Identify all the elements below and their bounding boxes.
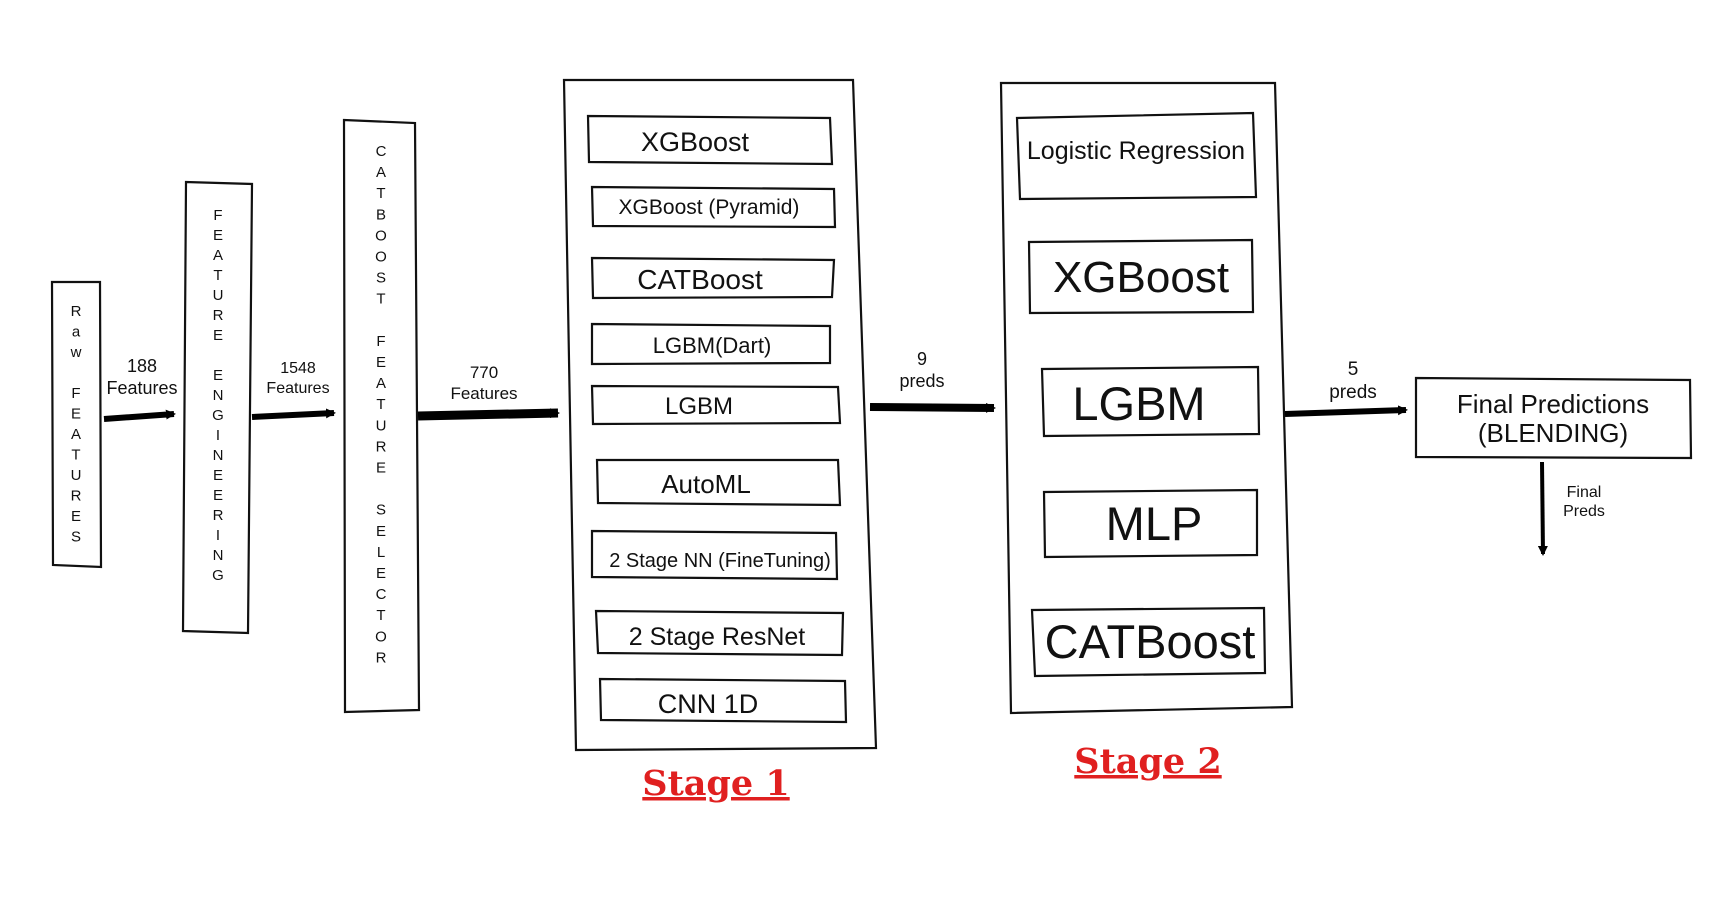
stage1-model-label: LGBM(Dart) [653,333,772,358]
stage1-model-automl: AutoML [595,458,842,507]
stage1-model-lgbm: LGBM [590,384,842,426]
edge-label-9: 9 [917,349,927,369]
final-predictions-node: Final Predictions (BLENDING) [1414,376,1693,460]
stage1-model-xgboost: XGBoost [586,114,834,166]
stage1-model-label: CATBoost [637,264,763,295]
edge-label-770-features: Features [450,384,517,403]
stage2-model-mlp: MLP [1042,488,1259,559]
stage2-model-label: Logistic Regression [1027,137,1245,165]
final-predictions-line2: (BLENDING) [1478,418,1628,448]
stage1-model-label: LGBM [665,393,733,420]
stage1-label: Stage 1 [642,763,789,804]
stage1-model-label: 2 Stage ResNet [629,623,806,651]
edge-label-188: 188 [127,356,157,376]
edge-label-5: 5 [1348,359,1359,380]
stage1-container: XGBoost XGBoost (Pyramid) CATBoost LGBM(… [562,78,878,804]
stage2-label: Stage 2 [1074,741,1221,782]
stage2-model-xgboost: XGBoost [1027,238,1255,315]
stage1-model-lgbm-dart: LGBM(Dart) [590,322,832,366]
stage1-model-xgboost-pyramid: XGBoost (Pyramid) [590,185,837,229]
stage1-model-cnn1d: CNN 1D [598,677,848,724]
arrow-raw-to-fe: 188 Features [103,356,178,422]
edge-label-9-preds: preds [899,371,944,391]
stage1-model-2stage-nn: 2 Stage NN (FineTuning) [590,529,839,581]
stage1-model-label: CNN 1D [658,689,759,719]
edge-label-1548: 1548 [280,360,316,377]
stage1-model-label: AutoML [661,469,751,499]
stage1-model-label: 2 Stage NN (FineTuning) [609,550,831,572]
stage2-model-catboost: CATBoost [1030,606,1267,678]
edge-label-final: Final [1567,484,1602,501]
arrow-stage2-to-final: 5 preds [1284,359,1408,417]
edge-label-5-preds: preds [1329,382,1377,403]
stage2-model-lgbm: LGBM [1040,365,1261,438]
stage2-model-label: CATBoost [1045,615,1256,668]
edge-label-188-features: Features [106,378,177,398]
stage2-model-label: XGBoost [1053,253,1229,302]
stage2-model-logistic-regression: Logistic Regression [1015,111,1258,201]
stage1-model-label: XGBoost [641,127,750,157]
stage2-model-label: LGBM [1072,377,1205,430]
edge-label-770: 770 [470,363,498,382]
stage1-model-label: XGBoost (Pyramid) [619,196,800,219]
arrow-stage1-to-stage2: 9 preds [869,349,996,413]
stage1-model-catboost: CATBoost [590,256,836,300]
edge-label-final-preds: Preds [1563,503,1605,520]
stage2-container: Logistic Regression XGBoost LGBM MLP CAT… [999,81,1294,782]
arrow-selector-to-stage1: 770 Features [417,363,560,421]
arrow-fe-to-selector: 1548 Features [251,360,336,420]
arrow-final-output: Final Preds [1537,461,1605,556]
stage2-model-label: MLP [1106,497,1203,550]
final-predictions-line1: Final Predictions [1457,389,1649,419]
edge-label-1548-features: Features [266,380,329,397]
stage1-model-2stage-resnet: 2 Stage ResNet [594,609,845,657]
